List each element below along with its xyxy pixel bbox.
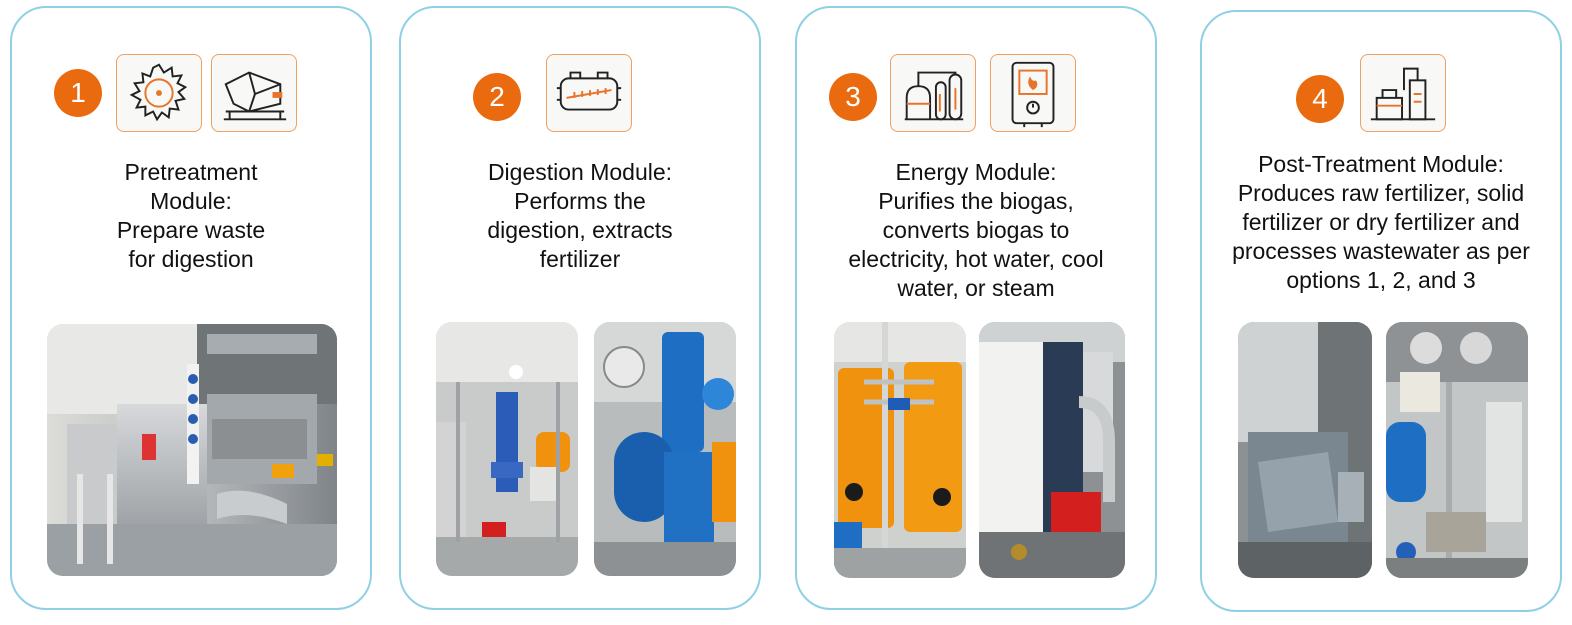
description-line: digestion, extracts <box>487 217 673 243</box>
description-line: Module: <box>150 188 232 214</box>
boiler-burner-photo <box>979 322 1125 578</box>
module-card-energy: 3 Energy Modu <box>795 6 1157 610</box>
description-line: converts biogas to <box>882 217 1070 243</box>
treatment-facility-icon <box>1360 54 1446 132</box>
description-line: processes wastewater as per <box>1232 238 1530 264</box>
module-description: Digestion Module: Performs the digestion… <box>401 158 759 274</box>
biogas-plant-icon <box>890 54 976 132</box>
digestion-room-photo <box>436 322 578 576</box>
description-line: Produces raw fertilizer, solid <box>1237 180 1525 206</box>
description-line: Energy Module: <box>895 159 1057 185</box>
step-number-badge: 3 <box>829 73 877 121</box>
module-description: Post-Treatment Module: Produces raw fert… <box>1202 150 1560 295</box>
digester-tank-icon <box>546 54 632 132</box>
description-line: water, or steam <box>897 275 1055 301</box>
description-line: Digestion Module: <box>487 159 673 185</box>
description-line: fertilizer <box>539 246 621 272</box>
step-number-badge: 2 <box>473 73 521 121</box>
step-number-badge: 4 <box>1296 75 1344 123</box>
description-line: Post-Treatment Module: <box>1258 151 1504 177</box>
waste-feeder-machine-icon <box>211 54 297 132</box>
dewatering-unit-photo <box>1238 322 1372 578</box>
module-description: Energy Module: Purifies the biogas, conv… <box>797 158 1155 303</box>
module-card-digestion: 2 Digestion Module: Performs the digesti… <box>399 6 761 610</box>
description-line: Purifies the biogas, <box>878 188 1074 214</box>
module-description: Pretreatment Module: Prepare waste for d… <box>12 158 370 274</box>
description-line: Performs the <box>514 188 646 214</box>
description-line: Pretreatment <box>124 159 258 185</box>
digestion-pump-photo <box>594 322 736 576</box>
description-line: Prepare waste <box>116 217 266 243</box>
description-line: electricity, hot water, cool <box>848 246 1104 272</box>
description-line: options 1, 2, and 3 <box>1286 267 1476 293</box>
module-card-pretreatment: 1 Pretreatment Module: Prepare waste for… <box>10 6 372 610</box>
boiler-flame-icon <box>990 54 1076 132</box>
step-number-badge: 1 <box>54 69 102 117</box>
gas-purification-tanks-photo <box>834 322 966 578</box>
description-line: for digestion <box>128 246 254 272</box>
module-card-post-treatment: 4 Post-Treatment Module: Produces raw fe… <box>1200 10 1562 612</box>
shredder-blade-icon <box>116 54 202 132</box>
pretreatment-equipment-photo <box>47 324 337 576</box>
wastewater-pipework-photo <box>1386 322 1528 578</box>
description-line: fertilizer or dry fertilizer and <box>1242 209 1520 235</box>
